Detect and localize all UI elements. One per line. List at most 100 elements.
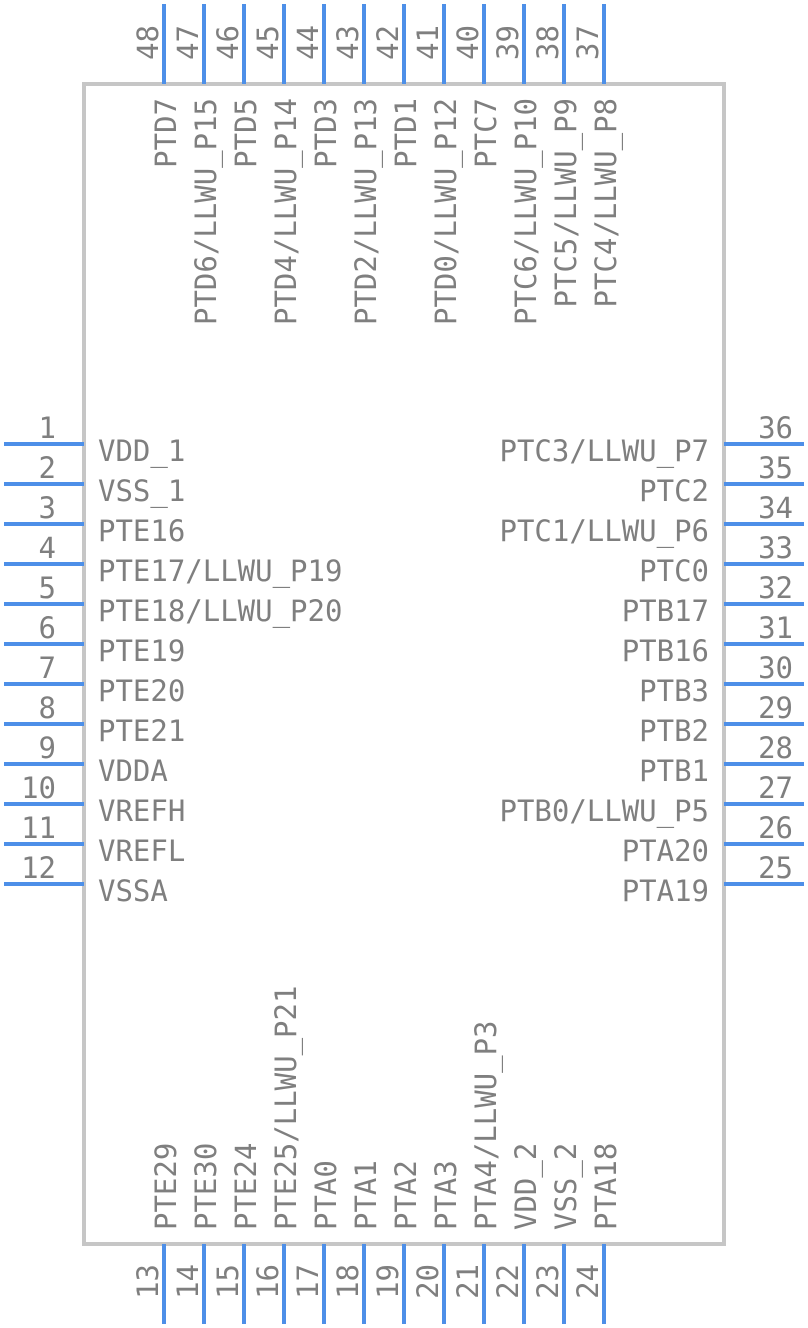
pin-label: VSSA [98,874,168,908]
pin-number: 18 [331,1264,365,1299]
pin-label: VDD_2 [509,1143,544,1230]
pin-label: PTB1 [639,754,709,788]
pin-label: VSS_1 [98,474,185,509]
pin-number: 34 [758,491,793,525]
pin-number: 17 [291,1264,325,1299]
pin-17: 17 PTA0 [291,1160,343,1324]
pin-label: PTA4/LLWU_P3 [469,1020,504,1230]
pin-label: PTE21 [98,714,185,748]
pin-label: PTC5/LLWU_P9 [549,98,584,308]
pin-number: 16 [251,1264,285,1299]
pin-label: PTB3 [639,674,709,708]
pin-number: 32 [758,571,793,605]
pin-number: 9 [39,731,56,765]
pin-label: PTC2 [639,474,709,508]
pin-number: 45 [251,25,285,60]
pin-label: PTA18 [589,1143,623,1230]
pin-label: PTA0 [309,1160,343,1230]
pin-number: 4 [39,531,56,565]
pin-label: PTC7 [469,98,503,168]
pin-number: 21 [451,1264,485,1299]
pin-number: 38 [531,25,565,60]
pin-21: 21 PTA4/LLWU_P3 [451,1020,504,1324]
pin-number: 35 [758,451,793,485]
pin-number: 13 [131,1264,165,1299]
pin-number: 46 [211,25,245,60]
pin-number: 10 [21,771,56,805]
pin-number: 26 [758,811,793,845]
pin-label: PTD1 [389,98,423,168]
pin-number: 47 [171,25,205,60]
pin-label: PTE18/LLWU_P20 [98,594,342,629]
pin-label: VREFL [98,834,185,868]
pin-number: 2 [39,451,56,485]
component-body [82,82,726,1246]
pin-number: 43 [331,25,365,60]
pin-number: 31 [758,611,793,645]
pin-number: 20 [411,1264,445,1299]
pin-label: PTC0 [639,554,709,588]
pin-number: 11 [21,811,56,845]
pin-label: PTE19 [98,634,185,668]
pin-label: PTE17/LLWU_P19 [98,554,342,589]
pin-number: 15 [211,1264,245,1299]
pin-number: 8 [39,691,56,725]
pin-number: 14 [171,1264,205,1299]
pin-number: 1 [39,411,56,445]
pin-label: PTD6/LLWU_P15 [189,98,224,325]
pin-label: PTA1 [349,1160,383,1230]
pin-label: PTB16 [622,634,709,668]
pin-label: PTC1/LLWU_P6 [499,514,709,549]
pin-label: PTC3/LLWU_P7 [499,434,709,469]
pin-20: 20 PTA3 [411,1160,463,1324]
pin-label: PTB0/LLWU_P5 [499,794,709,829]
pin-label: PTD5 [229,98,263,168]
pin-number: 37 [571,25,605,60]
pin-label: PTA2 [389,1160,423,1230]
pin-number: 33 [758,531,793,565]
pin-number: 5 [39,571,56,605]
pin-number: 7 [39,651,56,685]
pin-label: PTA3 [429,1160,463,1230]
pin-number: 24 [571,1264,605,1299]
pin-label: VREFH [98,794,185,828]
pins: 1VDD_12VSS_13PTE164PTE17/LLWU_P195PTE18/… [4,4,804,1324]
pin-label: PTB17 [622,594,709,628]
pin-label: PTC4/LLWU_P8 [589,98,624,308]
pin-label: PTE20 [98,674,185,708]
pin-label: VSS_2 [549,1143,584,1230]
pin-number: 39 [491,25,525,60]
